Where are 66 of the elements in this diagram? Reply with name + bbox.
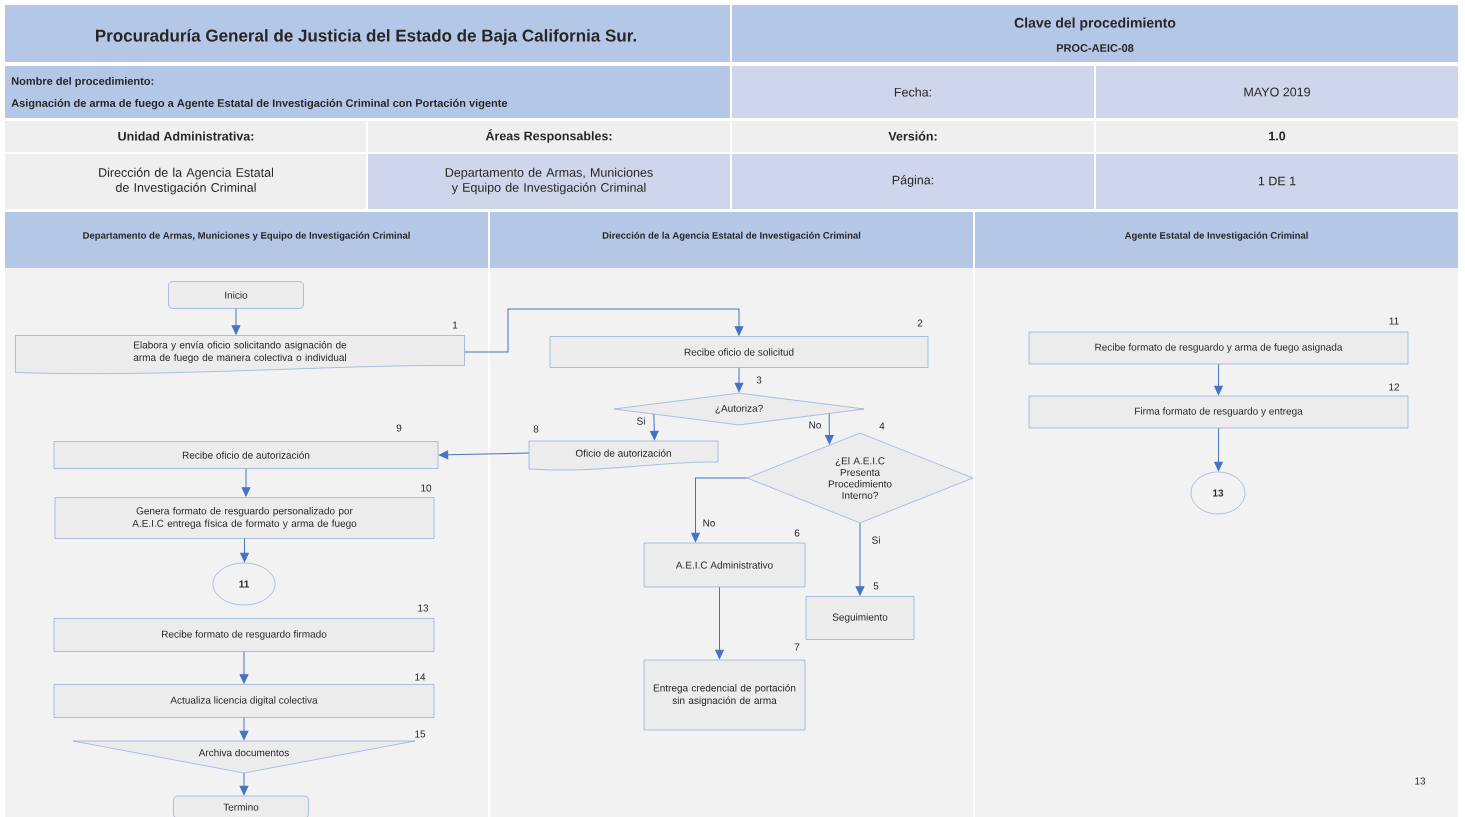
page-number: 13: [1415, 777, 1426, 785]
process-box: Recibe oficio de solicitud: [549, 336, 929, 368]
document-box: Oficio de autorización: [528, 440, 719, 471]
table-cell: MAYO 2019: [1096, 66, 1458, 118]
title-cell: Procuraduría General de Justicia del Estado de Baja California Sur.: [5, 5, 730, 62]
arrow: [691, 477, 748, 543]
edge-label: No: [701, 518, 717, 528]
arrow: [734, 367, 744, 393]
table-cell: Página:: [732, 154, 1094, 209]
process-box: Seguimiento: [805, 596, 915, 640]
step-number: 12: [1389, 383, 1400, 391]
terminal-box: Inicio: [168, 281, 304, 309]
table-cell: Versión:: [732, 121, 1094, 152]
arrow: [239, 651, 249, 684]
step-number: 7: [794, 643, 800, 651]
step-number: 5: [873, 582, 879, 590]
arrow: [464, 308, 744, 353]
table-cell: Áreas Responsables:: [368, 121, 730, 152]
node-label: Agente Estatal de Investigación Criminal: [1124, 231, 1308, 241]
step-number: 15: [415, 730, 426, 738]
step-number: 6: [794, 529, 800, 537]
arrow: [649, 413, 659, 441]
edge-label: Si: [870, 535, 882, 545]
step-number: 3: [756, 376, 762, 384]
arrow: [438, 450, 530, 460]
step-number: 9: [396, 424, 402, 432]
process-box: A.E.I.C Administrativo: [643, 542, 806, 588]
arrow: [241, 468, 251, 497]
arrow: [825, 413, 834, 445]
table-cell: Dirección de la Agencia Estatal de Investigación Criminal: [5, 154, 366, 209]
table-cell: Clave del procedimiento PROC-AEIC-08: [732, 5, 1458, 62]
arrow: [239, 717, 249, 741]
step-number: 10: [421, 484, 432, 492]
arrow: [855, 522, 865, 596]
step-number: 13: [418, 604, 429, 612]
archive-triangle: Archiva documentos: [72, 740, 416, 774]
table-cell: Unidad Administrativa:: [5, 121, 366, 152]
step-number: 4: [879, 422, 885, 430]
arrow: [239, 772, 249, 796]
table-cell: 1.0: [1096, 121, 1458, 152]
step-number: 8: [533, 425, 539, 433]
node-label: Departamento de Armas, Municiones y Equipo de Investigación Criminal: [83, 231, 410, 241]
table-cell: Fecha:: [732, 66, 1094, 118]
arrow: [1214, 427, 1223, 472]
node-label: Dirección de la Agencia Estatal de Investigación Criminal: [602, 231, 861, 241]
process-box: Recibe formato de resguardo y arma de fuego asignada: [1028, 331, 1409, 365]
process-box: Recibe formato de resguardo firmado: [53, 618, 435, 652]
table-cell: Nombre del procedimiento: Asignación de arma de fuego a Agente Estatal de Investigación Criminal con Portación vigente: [5, 66, 730, 118]
process-box: Genera formato de resguardo personalizado por A.E.I.C entrega física de formato y arma de fuego: [54, 497, 435, 539]
step-number: 1: [453, 321, 458, 329]
process-box: Actualiza licencia digital colectiva: [53, 684, 435, 718]
arrow: [240, 538, 249, 563]
edge-label: Si: [635, 416, 647, 426]
process-box: Entrega credencial de portación sin asignación de arma: [643, 659, 806, 731]
arrow: [231, 308, 241, 335]
arrow: [1214, 363, 1223, 396]
process-box: Firma formato de resguardo y entrega: [1028, 395, 1409, 429]
step-number: 14: [415, 673, 426, 681]
step-number: 2: [917, 319, 923, 327]
terminal-box: Termino: [173, 795, 309, 817]
arrow: [715, 586, 724, 660]
document-box: Elabora y envía oficio solicitando asignación de arma de fuego de manera colectiva o individual: [15, 335, 465, 374]
step-number: 11: [1389, 317, 1399, 325]
table-cell: 1 DE 1: [1096, 154, 1458, 209]
table-cell: Departamento de Armas, Municiones y Equipo de Investigación Criminal: [368, 154, 730, 209]
process-box: Recibe oficio de autorización: [53, 441, 439, 469]
